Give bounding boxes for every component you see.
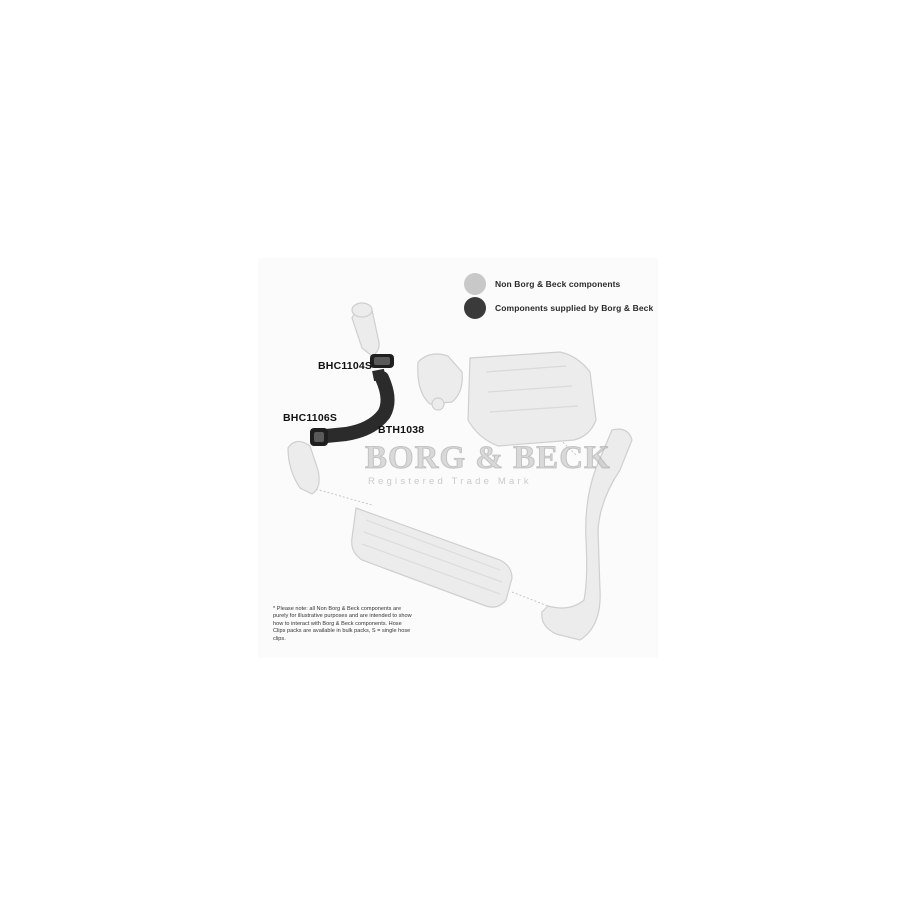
inlet-flange (351, 302, 373, 318)
right-pipe (541, 428, 633, 641)
intercooler (351, 507, 513, 608)
bb-hose (319, 371, 395, 443)
non-bb-components (287, 302, 633, 641)
legend-label-non-bb: Non Borg & Beck components (495, 279, 621, 289)
intake-manifold (467, 351, 597, 447)
legend-label-bb: Components supplied by Borg & Beck (495, 303, 654, 313)
footnote: * Please note: all Non Borg & Beck compo… (273, 606, 412, 642)
legend-swatch-dark (464, 297, 486, 319)
legend-item-non-bb: Non Borg & Beck components (464, 273, 620, 295)
clip-lower-shape (310, 428, 328, 446)
valve-block (417, 353, 463, 405)
watermark-tagline: Registered Trade Mark (368, 476, 532, 487)
legend-item-bb: Components supplied by Borg & Beck (464, 297, 653, 319)
label-clip-lower: BHC1106S (283, 412, 338, 424)
label-hose: BTH1038 (378, 424, 425, 436)
label-clip-upper: BHC1104S (318, 360, 373, 372)
bb-hose-upper-end (372, 368, 386, 382)
legend-swatch-light (464, 273, 486, 295)
watermark-brand: BORG & BECK (365, 440, 611, 477)
valve-port (431, 397, 445, 411)
left-hose (287, 440, 320, 495)
clip-upper-shape (370, 354, 394, 368)
